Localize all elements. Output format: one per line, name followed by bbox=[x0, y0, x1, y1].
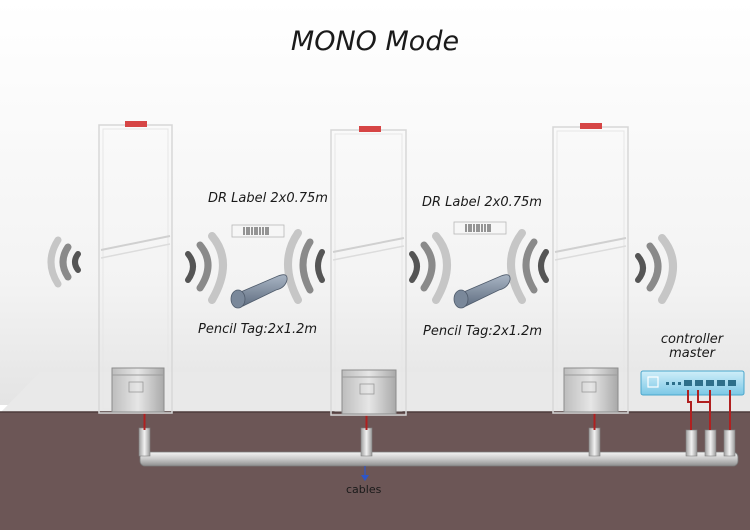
pencil-tag-1 bbox=[230, 274, 288, 309]
page-title: MONO Mode bbox=[290, 26, 460, 57]
controller-caption-line-1: controller bbox=[660, 332, 724, 347]
backdrop bbox=[0, 0, 750, 405]
antenna-pedestal-3 bbox=[552, 123, 629, 414]
ground-cross-section bbox=[0, 412, 750, 530]
cable-conduit bbox=[139, 451, 739, 467]
controller-caption-line-2: master bbox=[669, 346, 715, 361]
pencil-tag-caption-2: Pencil Tag:2x1.2m bbox=[423, 324, 543, 339]
controller-caption: controller master bbox=[652, 333, 732, 361]
antenna-pedestal-2 bbox=[330, 126, 407, 416]
dr-label-caption-2: DR Label 2x0.75m bbox=[422, 195, 542, 210]
pencil-tag-2 bbox=[453, 274, 511, 309]
controller-master-unit bbox=[640, 370, 745, 430]
cables-arrow-icon bbox=[361, 466, 369, 481]
dr-label-tag-1 bbox=[231, 224, 285, 238]
antenna-pedestal-1 bbox=[98, 121, 173, 414]
dr-label-caption-1: DR Label 2x0.75m bbox=[208, 191, 328, 206]
signal-wave-icon bbox=[47, 229, 677, 304]
conduit-risers-controller bbox=[685, 429, 736, 457]
cables-caption: cables bbox=[346, 483, 382, 496]
pencil-tag-caption-1: Pencil Tag:2x1.2m bbox=[198, 322, 318, 337]
dr-label-tag-2 bbox=[453, 221, 507, 235]
